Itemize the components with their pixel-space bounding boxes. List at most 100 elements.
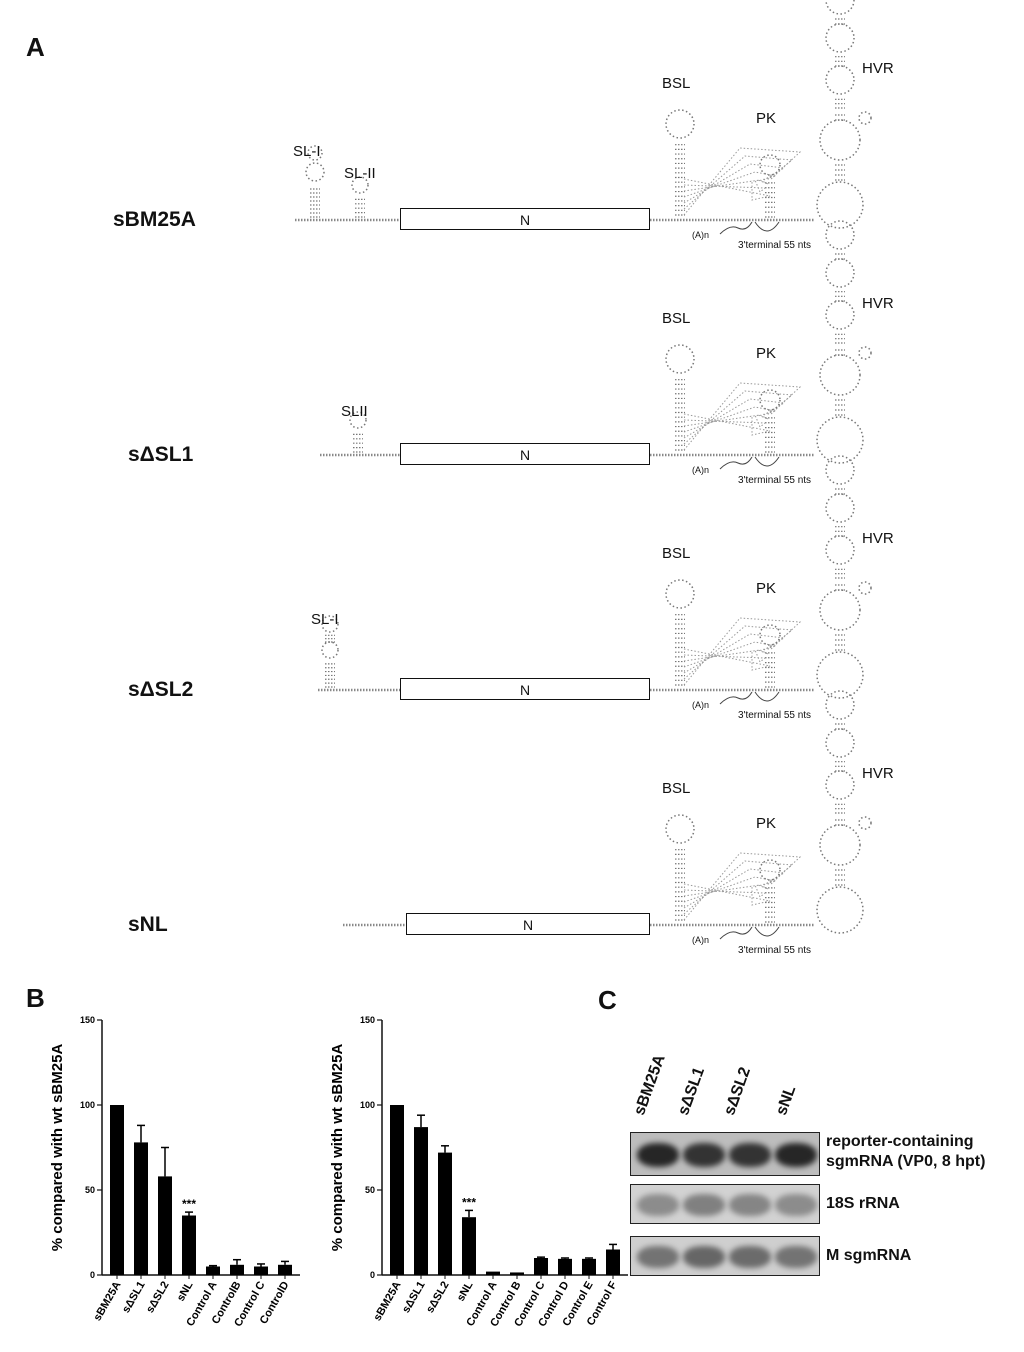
polya-label: (A)n (692, 230, 710, 240)
panel-b-label: B (26, 983, 45, 1013)
polya-label: (A)n (692, 700, 710, 710)
significance-label: *** (182, 1197, 196, 1211)
bar (158, 1176, 172, 1275)
n-box-2: N (400, 443, 650, 465)
n-box-3: N (400, 678, 650, 700)
blot-row (630, 1132, 820, 1176)
bar (182, 1215, 196, 1275)
blot-lane-label: sΔSL1 (675, 1065, 709, 1118)
blot-row-label: 18S rRNA (826, 1194, 900, 1214)
bar (206, 1266, 220, 1275)
blot-band (775, 1245, 817, 1269)
y-tick-label: 50 (365, 1185, 375, 1195)
construct-name: sBM25A (113, 208, 196, 231)
bar (230, 1264, 244, 1275)
rna-structure-drawing (343, 690, 872, 940)
blot-band (637, 1142, 679, 1168)
pk-label: PK (756, 345, 777, 362)
construct-name: sΔSL2 (128, 678, 194, 701)
bar (486, 1271, 500, 1275)
hvr-label: HVR (862, 295, 894, 312)
y-axis-label: % compared with wt sBM25A (49, 1044, 66, 1252)
bar (278, 1264, 292, 1275)
y-tick-label: 100 (80, 1100, 95, 1110)
x-tick-label: sΔSL2 (424, 1280, 451, 1316)
blot-band (775, 1142, 817, 1168)
blot-row-label-line2: sgmRNA (VP0, 8 hpt) (826, 1153, 986, 1170)
x-tick-label: sΔSL2 (144, 1280, 171, 1316)
y-tick-label: 0 (90, 1270, 95, 1280)
pk-label: PK (756, 815, 777, 832)
bar (510, 1272, 524, 1275)
y-axis-label: % compared with wt sBM25A (329, 1044, 346, 1252)
blot-row-label-line1: reporter-containing (826, 1133, 974, 1150)
blot-band (637, 1193, 679, 1217)
y-tick-label: 150 (80, 1015, 95, 1025)
blot-row-label: M sgmRNA (826, 1246, 911, 1266)
construct-name: sΔSL1 (128, 443, 194, 466)
panel-a-label: A (26, 32, 45, 62)
panel-c-label: C (598, 985, 617, 1015)
bar (254, 1266, 268, 1275)
blot-band (683, 1142, 725, 1168)
stem-loop-label: SLII (341, 403, 368, 420)
rna-structure-drawing (318, 455, 872, 705)
bar (558, 1258, 572, 1275)
hvr-label: HVR (862, 765, 894, 782)
y-tick-label: 50 (85, 1185, 95, 1195)
x-tick-label: sBM25A (92, 1279, 124, 1323)
blot-row (630, 1236, 820, 1276)
hvr-label: HVR (862, 60, 894, 77)
pk-label: PK (756, 580, 777, 597)
blot-band (683, 1245, 725, 1269)
blot-row-label-line1: 18S rRNA (826, 1195, 900, 1212)
blot-band (729, 1193, 771, 1217)
bar (414, 1127, 428, 1275)
bar (134, 1142, 148, 1275)
n-box-4: N (406, 913, 650, 935)
bsl-label: BSL (662, 310, 691, 327)
blot-band (637, 1245, 679, 1269)
bsl-label: BSL (662, 75, 691, 92)
tail-label: 3'terminal 55 nts (738, 475, 812, 486)
bar-chart-left: 0 50 100 150 % compared with wt sBM25A sBM25A… (49, 1015, 300, 1329)
bar (110, 1105, 124, 1275)
tail-label: 3'terminal 55 nts (738, 240, 812, 251)
bar (534, 1258, 548, 1275)
bar (390, 1105, 404, 1275)
blot-row-label-line1: M sgmRNA (826, 1247, 912, 1264)
x-tick-label: sNL (455, 1279, 476, 1303)
rna-structure-drawing (295, 0, 872, 235)
polya-label: (A)n (692, 465, 710, 475)
blot-row-label: reporter-containing sgmRNA (VP0, 8 hpt) (826, 1132, 985, 1172)
blot-lane-label: sNL (773, 1083, 800, 1118)
blot-row (630, 1184, 820, 1224)
blot-lane-label: sΔSL2 (721, 1065, 755, 1118)
bsl-label: BSL (662, 780, 691, 797)
hvr-label: HVR (862, 530, 894, 547)
polya-label: (A)n (692, 935, 710, 945)
significance-label: *** (462, 1195, 476, 1209)
blot-band (775, 1193, 817, 1217)
blot-band (683, 1193, 725, 1217)
bsl-label: BSL (662, 545, 691, 562)
stem-loop-label: SL-II (344, 165, 376, 182)
construct-2: sΔSL1 N SLII BSL PK HVR (A)n 3'terminal 55 nts (0, 220, 1024, 510)
x-tick-label: sBM25A (372, 1279, 404, 1323)
bar (462, 1217, 476, 1275)
y-tick-label: 150 (360, 1015, 375, 1025)
bar (438, 1152, 452, 1275)
pk-label: PK (756, 110, 777, 127)
rna-structure-drawing (320, 220, 872, 470)
y-tick-label: 100 (360, 1100, 375, 1110)
blot-band (729, 1245, 771, 1269)
blot-lane-label: sBM25A (631, 1052, 669, 1118)
bar (582, 1258, 596, 1275)
bar (606, 1249, 620, 1275)
x-tick-label: sNL (175, 1279, 196, 1303)
